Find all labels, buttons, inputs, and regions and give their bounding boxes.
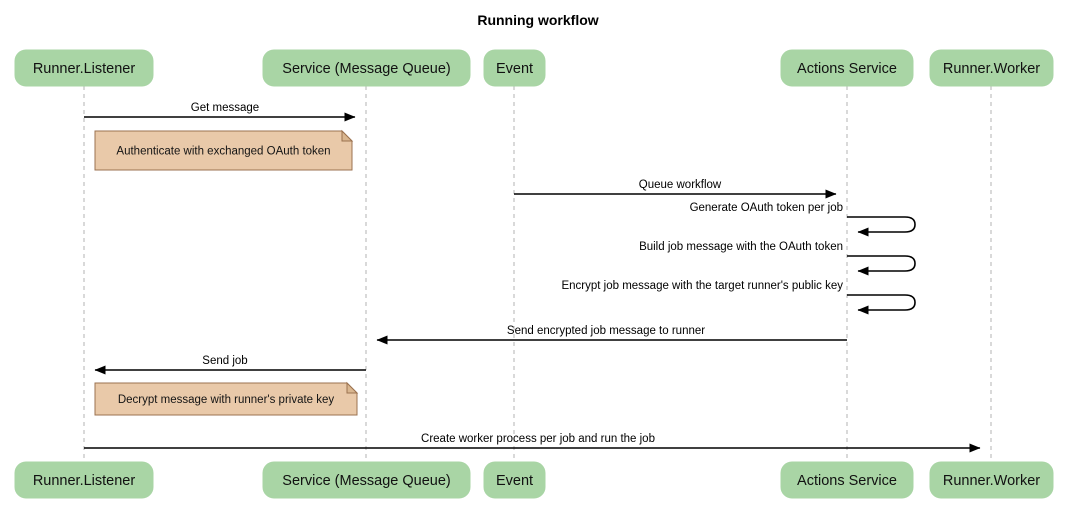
participant-label: Service (Message Queue): [282, 473, 450, 489]
participant-runner-worker-bottom[interactable]: Runner.Worker: [929, 461, 1054, 499]
message-label: Queue workflow: [639, 179, 722, 191]
note-body: [94, 130, 353, 171]
participant-event-top[interactable]: Event: [483, 49, 546, 87]
participant-box[interactable]: [14, 49, 154, 87]
participant-box[interactable]: [929, 49, 1054, 87]
participant-label: Actions Service: [797, 61, 897, 77]
participant-label: Runner.Listener: [33, 473, 136, 489]
message-label: Build job message with the OAuth token: [639, 241, 843, 253]
message-create-worker-process: Create worker process per job and run th…: [84, 433, 981, 453]
participant-actions-service-top[interactable]: Actions Service: [780, 49, 914, 87]
message-label: Create worker process per job and run th…: [421, 433, 655, 445]
page-title: Running workflow: [477, 12, 598, 28]
lifelines-layer: [83, 86, 992, 462]
participant-service-message-queue-top[interactable]: Service (Message Queue): [262, 49, 471, 87]
participant-box[interactable]: [262, 461, 471, 499]
participant-box[interactable]: [483, 49, 546, 87]
participant-box[interactable]: [780, 461, 914, 499]
participant-runner-listener-bottom[interactable]: Runner.Listener: [14, 461, 154, 499]
participant-label: Event: [496, 473, 533, 489]
message-label: Generate OAuth token per job: [690, 202, 843, 214]
participant-label: Runner.Worker: [943, 61, 1040, 77]
message-build-job-message: Build job message with the OAuth token: [639, 241, 916, 276]
message-get-message: Get message: [84, 102, 356, 122]
participant-box[interactable]: [262, 49, 471, 87]
actors-bottom-layer: Runner.Listener Service (Message Queue) Ev…: [14, 461, 1054, 499]
participant-box[interactable]: [780, 49, 914, 87]
self-message-arrow: [847, 216, 916, 237]
self-message-arrow: [847, 294, 916, 315]
participant-label: Service (Message Queue): [282, 61, 450, 77]
participant-box[interactable]: [483, 461, 546, 499]
message-label: Get message: [191, 102, 259, 114]
message-label: Send encrypted job message to runner: [507, 325, 705, 337]
note-label: Authenticate with exchanged OAuth token: [116, 146, 330, 158]
message-send-encrypted-job-message: Send encrypted job message to runner: [376, 325, 847, 345]
participant-box[interactable]: [929, 461, 1054, 499]
participant-label: Actions Service: [797, 473, 897, 489]
message-queue-workflow: Queue workflow: [514, 179, 837, 199]
participant-service-message-queue-bottom[interactable]: Service (Message Queue): [262, 461, 471, 499]
self-message-arrow: [847, 255, 916, 276]
message-send-job: Send job: [94, 355, 366, 375]
notes-layer: Authenticate with exchanged OAuth tokenD…: [94, 129, 359, 416]
message-generate-oauth-token-per-job: Generate OAuth token per job: [690, 202, 916, 237]
note-fold-corner-icon: [341, 129, 354, 142]
note-label: Decrypt message with runner's private ke…: [118, 394, 335, 406]
message-label: Encrypt job message with the target runn…: [561, 280, 843, 292]
message-label: Send job: [202, 355, 247, 367]
note-decrypt-note: Decrypt message with runner's private ke…: [94, 381, 359, 416]
actors-top-layer: Runner.Listener Service (Message Queue) Ev…: [14, 49, 1054, 87]
participant-event-bottom[interactable]: Event: [483, 461, 546, 499]
participant-label: Event: [496, 61, 533, 77]
participant-runner-listener-top[interactable]: Runner.Listener: [14, 49, 154, 87]
participant-actions-service-bottom[interactable]: Actions Service: [780, 461, 914, 499]
participant-label: Runner.Listener: [33, 61, 136, 77]
note-authenticate-note: Authenticate with exchanged OAuth token: [94, 129, 354, 171]
participant-runner-worker-top[interactable]: Runner.Worker: [929, 49, 1054, 87]
participant-box[interactable]: [14, 461, 154, 499]
participant-label: Runner.Worker: [943, 473, 1040, 489]
message-encrypt-job-message: Encrypt job message with the target runn…: [561, 280, 916, 315]
note-body: [94, 382, 358, 416]
note-fold-corner-icon: [346, 381, 359, 394]
